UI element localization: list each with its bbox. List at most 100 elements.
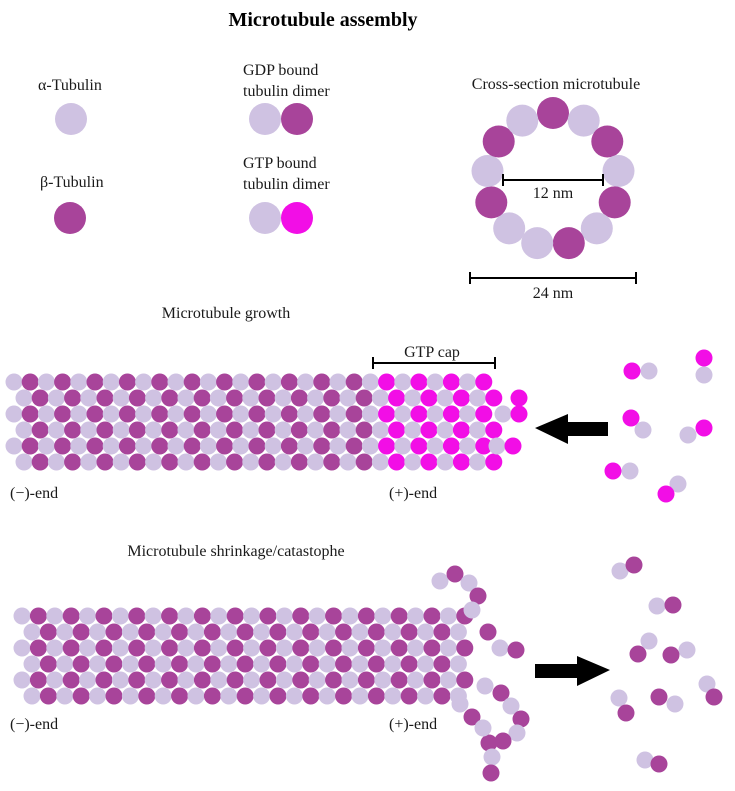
beta-tubulin bbox=[617, 704, 635, 722]
beta-tubulin bbox=[86, 437, 104, 455]
beta-tubulin bbox=[433, 623, 451, 641]
beta-tubulin bbox=[591, 125, 624, 158]
beta-tubulin bbox=[128, 639, 146, 657]
beta-tubulin bbox=[95, 671, 113, 689]
beta-tubulin bbox=[664, 596, 682, 614]
alpha-tubulin bbox=[112, 453, 130, 471]
alpha-tubulin bbox=[459, 405, 477, 423]
beta-tubulin bbox=[216, 373, 234, 391]
alpha-tubulin bbox=[394, 405, 412, 423]
beta-tubulin bbox=[325, 607, 343, 625]
alpha-tubulin bbox=[426, 373, 444, 391]
gtp-beta-tubulin bbox=[442, 437, 460, 455]
beta-tubulin bbox=[31, 453, 49, 471]
alpha-tubulin bbox=[307, 421, 325, 439]
alpha-tubulin bbox=[46, 607, 64, 625]
beta-tubulin bbox=[480, 734, 498, 752]
inner-diameter-label: 12 nm bbox=[533, 185, 574, 202]
gtp-beta-tubulin bbox=[485, 453, 503, 471]
alpha-tubulin bbox=[318, 623, 336, 641]
alpha-tubulin bbox=[436, 389, 454, 407]
alpha-tubulin bbox=[439, 607, 457, 625]
beta-tubulin bbox=[21, 437, 39, 455]
gtp-beta-tubulin bbox=[604, 462, 622, 480]
beta-tubulin bbox=[203, 623, 221, 641]
beta-tubulin bbox=[183, 373, 201, 391]
alpha-tubulin bbox=[274, 421, 292, 439]
beta-tubulin bbox=[492, 684, 510, 702]
beta-tubulin bbox=[323, 389, 341, 407]
alpha-tubulin bbox=[154, 655, 172, 673]
gtp-beta-tubulin bbox=[623, 362, 641, 380]
beta-tubulin bbox=[62, 607, 80, 625]
beta-tubulin bbox=[151, 405, 169, 423]
alpha-tubulin bbox=[431, 572, 449, 590]
alpha-tubulin bbox=[187, 687, 205, 705]
beta-tubulin bbox=[118, 373, 136, 391]
alpha-tubulin bbox=[154, 623, 172, 641]
gtp-beta-tubulin bbox=[420, 389, 438, 407]
alpha-tubulin bbox=[135, 373, 153, 391]
alpha-tubulin bbox=[611, 562, 629, 580]
alpha-tubulin bbox=[417, 687, 435, 705]
alpha-tubulin bbox=[89, 623, 107, 641]
alpha-tubulin bbox=[634, 421, 652, 439]
alpha-tubulin bbox=[111, 607, 129, 625]
gtp-beta-tubulin bbox=[475, 373, 493, 391]
gtp-beta-tubulin bbox=[388, 453, 406, 471]
alpha-tubulin bbox=[361, 405, 379, 423]
gdp-dimer-alpha bbox=[249, 103, 281, 135]
alpha-tubulin bbox=[145, 389, 163, 407]
beta-tubulin bbox=[72, 623, 90, 641]
beta-tubulin bbox=[248, 373, 266, 391]
alpha-tubulin bbox=[253, 655, 271, 673]
alpha-tubulin bbox=[13, 671, 31, 689]
beta-tubulin bbox=[171, 687, 189, 705]
alpha-tubulin bbox=[144, 639, 162, 657]
alpha-tubulin bbox=[275, 607, 293, 625]
alpha-tubulin bbox=[37, 373, 55, 391]
beta-tubulin bbox=[280, 405, 298, 423]
alpha-tubulin bbox=[112, 421, 130, 439]
alpha-tubulin bbox=[135, 405, 153, 423]
beta-tubulin bbox=[598, 186, 631, 219]
alpha-tubulin bbox=[5, 437, 23, 455]
beta-tubulin bbox=[62, 671, 80, 689]
alpha-tubulin bbox=[483, 748, 501, 766]
gtp-beta-tubulin bbox=[504, 437, 522, 455]
beta-tubulin bbox=[357, 671, 375, 689]
alpha-tubulin bbox=[13, 607, 31, 625]
beta-tubulin bbox=[39, 687, 57, 705]
peeling-protofilaments bbox=[431, 565, 530, 782]
alpha-tubulin bbox=[640, 362, 658, 380]
cross-section-ring bbox=[471, 97, 635, 260]
alpha-tubulin bbox=[23, 655, 41, 673]
alpha-tubulin bbox=[275, 671, 293, 689]
beta-tubulin bbox=[335, 655, 353, 673]
growth-plus-end-label: (+)-end bbox=[389, 485, 437, 502]
alpha-tubulin bbox=[459, 373, 477, 391]
alpha-tubulin bbox=[567, 104, 600, 137]
alpha-tubulin bbox=[243, 639, 261, 657]
beta-tubulin bbox=[423, 671, 441, 689]
alpha-tubulin bbox=[199, 437, 217, 455]
beta-tubulin bbox=[367, 655, 385, 673]
alpha-tubulin bbox=[144, 671, 162, 689]
alpha-tubulin bbox=[210, 639, 228, 657]
assembly-arrow bbox=[535, 414, 608, 444]
beta-tubulin bbox=[62, 639, 80, 657]
alpha-tubulin bbox=[308, 671, 326, 689]
gdp-dimer-label-line2: tubulin dimer bbox=[243, 83, 330, 100]
alpha-tubulin bbox=[436, 453, 454, 471]
alpha-tubulin bbox=[242, 421, 260, 439]
alpha-tubulin bbox=[488, 437, 506, 455]
beta-tubulin bbox=[355, 421, 373, 439]
alpha-tubulin bbox=[602, 155, 635, 187]
gtp-beta-tubulin bbox=[622, 409, 640, 427]
beta-tubulin bbox=[128, 389, 146, 407]
alpha-tubulin-label: α-Tubulin bbox=[38, 77, 102, 94]
shrinkage-title: Microtubule shrinkage/catastophe bbox=[127, 543, 344, 560]
alpha-tubulin bbox=[460, 574, 478, 592]
alpha-tubulin bbox=[111, 639, 129, 657]
alpha-tubulin bbox=[297, 405, 315, 423]
